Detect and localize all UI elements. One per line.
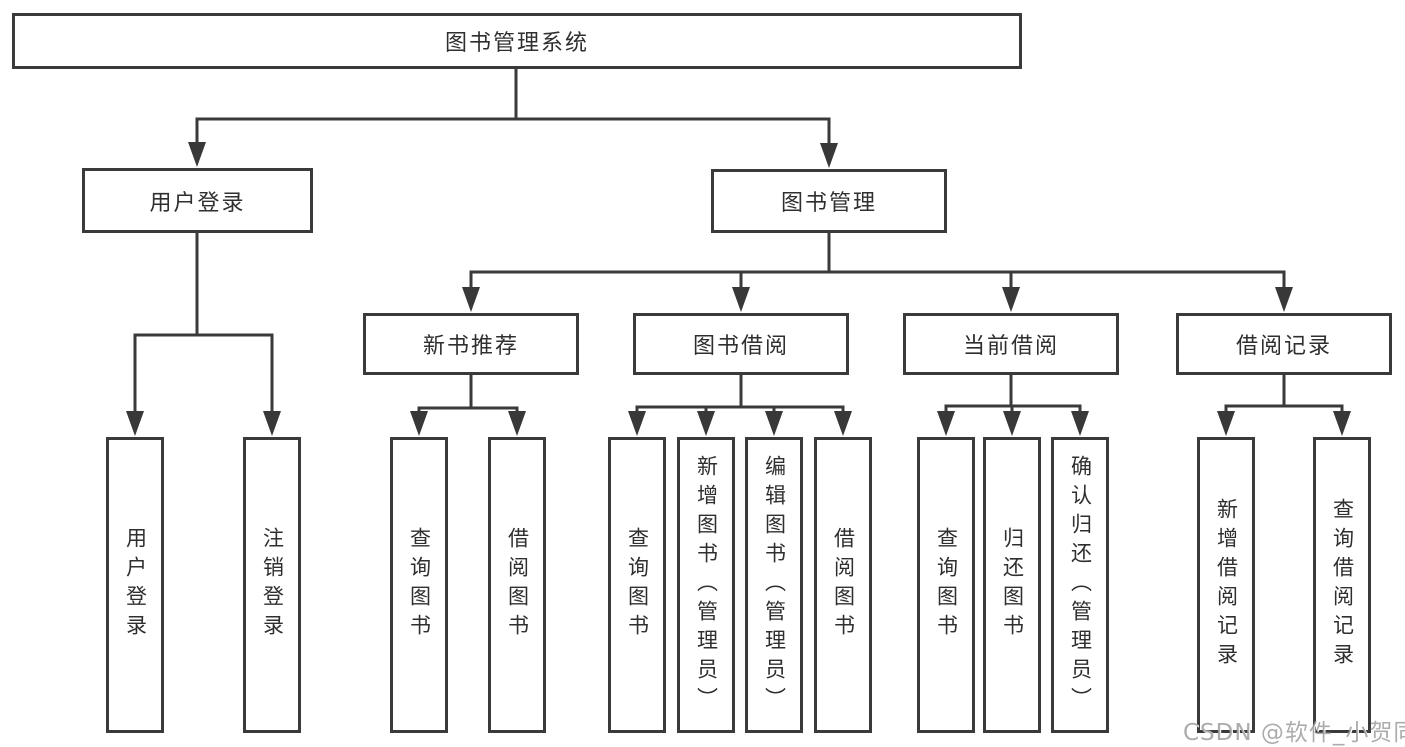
node-label: 确认归还（管理员） (1068, 454, 1093, 716)
node-label: 图书借阅 (692, 334, 789, 359)
node-label: 新增图书（管理员） (694, 454, 719, 716)
node-borrowing-records: 借阅记录 (1176, 313, 1392, 375)
leaf-query-books-borrow: 查询图书 (608, 437, 666, 733)
node-label: 查询借阅记录 (1330, 498, 1355, 672)
node-label: 新增借阅记录 (1214, 498, 1239, 672)
node-new-book-recommendation: 新书推荐 (363, 313, 579, 375)
node-label: 借阅图书 (505, 527, 530, 643)
node-current-borrowing: 当前借阅 (903, 313, 1119, 375)
node-label: 用户登录 (149, 190, 246, 216)
leaf-borrow-books-new: 借阅图书 (488, 437, 546, 733)
leaf-user-login: 用户登录 (106, 437, 164, 733)
node-book-management: 图书管理 (711, 169, 947, 233)
node-label: 图书管理 (780, 191, 877, 216)
node-label: 借阅记录 (1235, 334, 1332, 359)
node-label: 查询图书 (625, 527, 650, 643)
node-label: 用户登录 (123, 527, 148, 643)
node-label: 借阅图书 (831, 527, 856, 643)
leaf-add-books-admin: 新增图书（管理员） (677, 437, 735, 733)
node-user-login: 用户登录 (82, 168, 313, 233)
node-label: 图书管理系统 (444, 31, 589, 56)
leaf-return-books: 归还图书 (983, 437, 1041, 733)
node-book-borrowing: 图书借阅 (633, 313, 849, 375)
leaf-query-borrow-record: 查询借阅记录 (1313, 437, 1371, 733)
csdn-watermark: CSDN @软件_小贺同学 (1183, 720, 1405, 746)
node-label: 查询图书 (934, 527, 959, 643)
node-label: 注销登录 (260, 527, 285, 643)
leaf-query-books-new: 查询图书 (390, 437, 448, 733)
leaf-edit-books-admin: 编辑图书（管理员） (745, 437, 803, 733)
leaf-query-books-current: 查询图书 (917, 437, 975, 733)
node-label: 编辑图书（管理员） (762, 454, 787, 716)
leaf-logout: 注销登录 (243, 437, 301, 733)
leaf-add-borrow-record: 新增借阅记录 (1197, 437, 1255, 733)
node-label: 当前借阅 (962, 334, 1059, 359)
node-label: 新书推荐 (422, 334, 519, 359)
node-library-management-system: 图书管理系统 (12, 13, 1022, 69)
leaf-borrow-books: 借阅图书 (814, 437, 872, 733)
node-label: 归还图书 (1000, 527, 1025, 643)
node-label: 查询图书 (407, 527, 432, 643)
leaf-confirm-return-admin: 确认归还（管理员） (1051, 437, 1109, 733)
